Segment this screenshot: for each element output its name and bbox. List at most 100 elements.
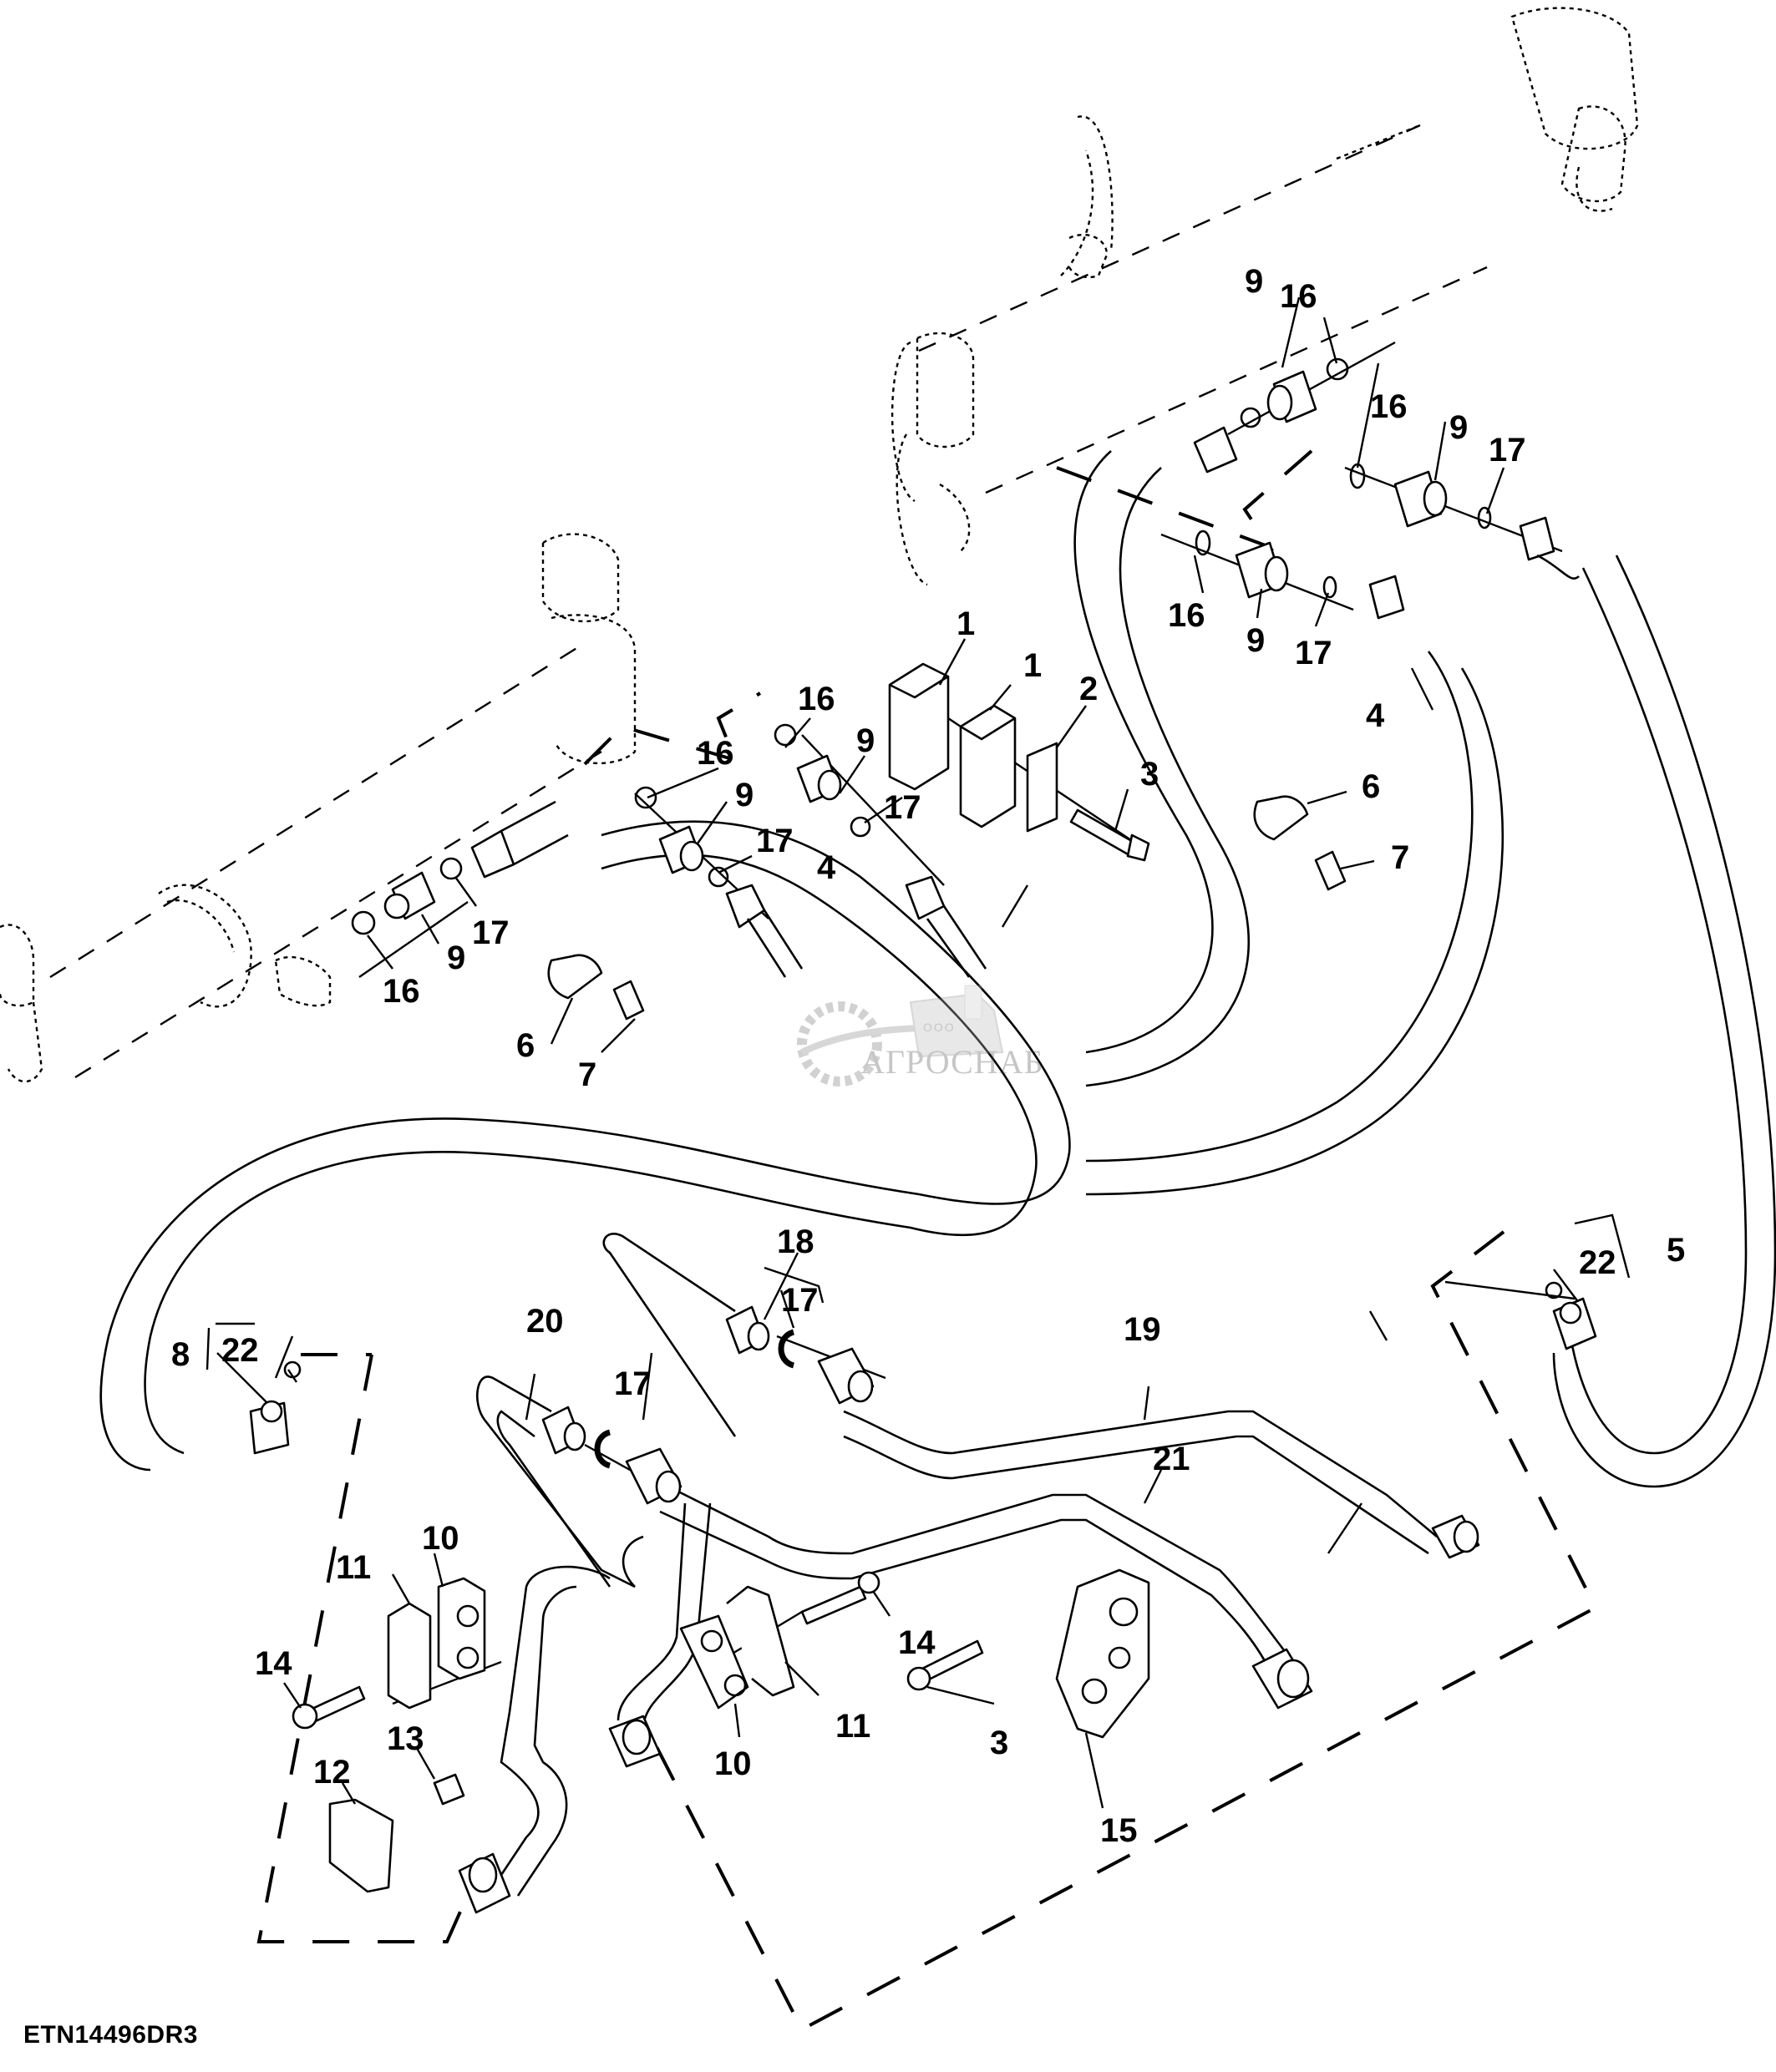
steel-line-20 <box>475 1375 712 1897</box>
nut-line-19-end <box>1431 1514 1480 1559</box>
callout-17: 17 <box>614 1365 652 1402</box>
callout-9: 9 <box>1245 263 1263 300</box>
group-brackets <box>206 1213 1631 1370</box>
hose-clip-6-left <box>547 954 603 1000</box>
clamp-block-10-left <box>437 1577 486 1680</box>
callout-3: 3 <box>1140 756 1159 793</box>
callout-13: 13 <box>387 1720 424 1757</box>
callout-9: 9 <box>447 940 465 976</box>
callout-9: 9 <box>1449 409 1468 446</box>
fitting-18 <box>725 1305 875 1405</box>
clamp-block-10-right <box>679 1614 749 1710</box>
fitting-hose-8-end <box>249 1360 302 1455</box>
callout-21: 21 <box>1153 1441 1190 1477</box>
fitting-9-lower-right <box>1195 529 1405 620</box>
flange-screw-7-right <box>1314 850 1347 891</box>
callout-labels: 1 1 2 3 3 4 4 5 6 6 7 7 8 9 9 9 9 9 9 10… <box>171 263 1685 1849</box>
nut-line-20-end <box>458 1852 511 1914</box>
callout-17: 17 <box>781 1282 819 1319</box>
callout-12: 12 <box>313 1754 351 1791</box>
callout-16: 16 <box>1168 597 1205 634</box>
hose-8 <box>99 820 1071 1472</box>
callout-17: 17 <box>1489 432 1526 469</box>
fitting-9-left <box>351 800 569 935</box>
callout-16: 16 <box>798 681 835 717</box>
phantom-cylinder-right <box>891 7 1639 586</box>
flange-screw-13 <box>433 1773 465 1806</box>
callout-10: 10 <box>714 1745 752 1782</box>
hose-4-right <box>1085 651 1504 1196</box>
clamp-half-1-left <box>888 662 950 791</box>
callout-16: 16 <box>1280 278 1317 315</box>
watermark-brand: АГРОСНАБ <box>860 1043 1044 1081</box>
fitting-9-center-b <box>774 723 987 978</box>
callout-4: 4 <box>1366 697 1385 734</box>
clamp-half-1-right <box>959 704 1017 828</box>
callout-16: 16 <box>697 735 734 772</box>
callout-3: 3 <box>990 1725 1008 1761</box>
fitting-9-mid-right <box>1349 463 1580 580</box>
flange-screw-7-left <box>612 980 645 1021</box>
cap-screw-3-top <box>1069 808 1150 862</box>
callout-15: 15 <box>1100 1812 1138 1849</box>
support-bracket-12 <box>328 1798 394 1893</box>
cap-screw-3-bottom <box>906 1639 984 1691</box>
callout-18: 18 <box>777 1223 814 1260</box>
callout-4: 4 <box>817 849 836 886</box>
callout-7: 7 <box>578 1056 596 1093</box>
clamp-plate-2 <box>1026 742 1058 833</box>
clamp-bracket-11-right <box>726 1585 795 1697</box>
assembly-frame-right <box>650 1230 1598 2032</box>
combine-harvester-logo-icon <box>797 985 1004 1087</box>
callout-11: 11 <box>835 1708 870 1745</box>
fitting-9-top <box>1193 357 1349 474</box>
phantom-cylinder-left <box>0 533 637 1083</box>
callout-5: 5 <box>1667 1232 1685 1269</box>
assembly-frame-top <box>583 449 1313 766</box>
callout-20: 20 <box>526 1303 564 1340</box>
hose-clip-6-right <box>1253 795 1309 841</box>
callout-9: 9 <box>1246 622 1265 659</box>
callout-6: 6 <box>1362 768 1380 805</box>
callout-19: 19 <box>1124 1311 1161 1348</box>
callout-22: 22 <box>221 1332 259 1369</box>
fitting-20 <box>541 1406 682 1505</box>
figure-id: ETN14496DR3 <box>23 2021 198 2049</box>
hose-5 <box>1552 555 1776 1488</box>
callout-17: 17 <box>884 789 921 826</box>
callout-7: 7 <box>1391 839 1409 876</box>
leader-lines <box>216 296 1576 1809</box>
cap-screw-14-left <box>292 1685 366 1730</box>
nut-center-bottom <box>608 1715 662 1768</box>
callout-22: 22 <box>1579 1244 1616 1281</box>
fitting-hose-5-end <box>1545 1281 1597 1350</box>
fitting-9-center-a <box>634 786 804 978</box>
watermark-prefix: ООО <box>923 1021 956 1034</box>
nut-line-21-end <box>1251 1648 1313 1710</box>
callout-17: 17 <box>756 823 794 859</box>
callout-10: 10 <box>422 1520 459 1557</box>
clamp-bracket-11-left <box>387 1602 432 1710</box>
callout-16: 16 <box>383 973 420 1010</box>
callout-1: 1 <box>1023 647 1042 684</box>
line-clamp-15 <box>1055 1568 1150 1739</box>
callout-6: 6 <box>516 1027 535 1064</box>
callout-14: 14 <box>255 1645 292 1682</box>
callout-2: 2 <box>1079 671 1098 707</box>
steel-line-19 <box>602 1233 1438 1555</box>
callout-17: 17 <box>1295 635 1332 671</box>
steel-line-21 <box>659 1485 1288 1671</box>
callout-9: 9 <box>735 777 754 813</box>
callout-11: 11 <box>336 1549 371 1586</box>
callout-1: 1 <box>957 605 975 642</box>
assembly-frame-left <box>256 1353 465 1943</box>
cap-screw-14-right <box>800 1571 880 1625</box>
callout-9: 9 <box>856 722 875 759</box>
callout-14: 14 <box>898 1624 936 1661</box>
callout-17: 17 <box>472 914 510 951</box>
watermark: ООО АГРОСНАБ <box>785 977 1043 1094</box>
hose-4-left <box>1073 450 1251 1087</box>
callout-16: 16 <box>1370 388 1408 425</box>
callout-8: 8 <box>171 1336 190 1373</box>
